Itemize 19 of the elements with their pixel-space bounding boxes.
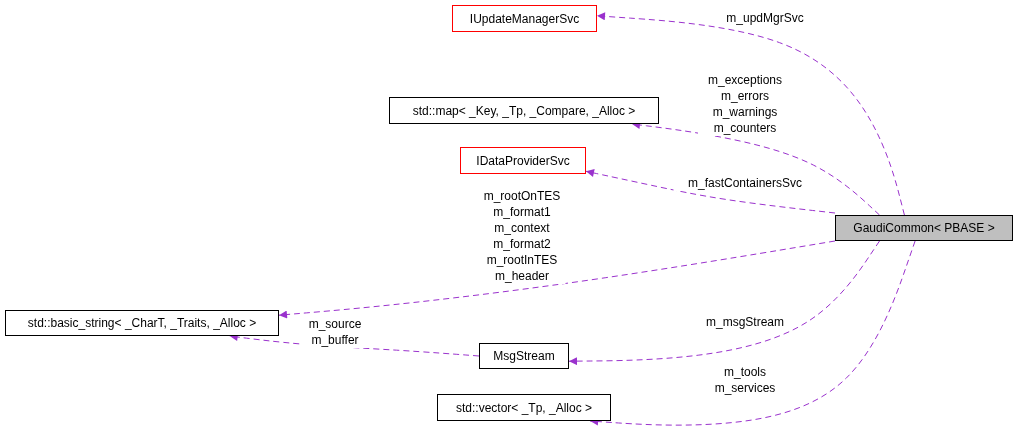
class-box [389, 97, 659, 124]
dashed-arrow [596, 12, 905, 216]
class-name: IUpdateManagerSvc [469, 11, 580, 26]
dashed-arrow [568, 240, 880, 366]
class-name: GaudiCommon< PBASE > [853, 221, 995, 235]
dashed-arrow [585, 169, 836, 214]
class-name: std::basic_string< _CharT, _Traits, _Alloc > [27, 316, 257, 330]
dashed-arrow [278, 240, 836, 319]
class-box [437, 394, 611, 421]
class-name: IDataProviderSvc [476, 153, 570, 168]
class-name: std::map< _Key, _Tp, _Compare, _Alloc > [412, 103, 636, 118]
interface-box [460, 147, 586, 174]
dashed-arrow [589, 240, 916, 426]
class-box [5, 310, 279, 336]
class-box [479, 343, 569, 369]
class-name: MsgStream [493, 349, 555, 363]
interface-box [452, 5, 597, 32]
focus-class-box [835, 215, 1013, 241]
class-name: std::vector< _Tp, _Alloc > [455, 400, 593, 415]
